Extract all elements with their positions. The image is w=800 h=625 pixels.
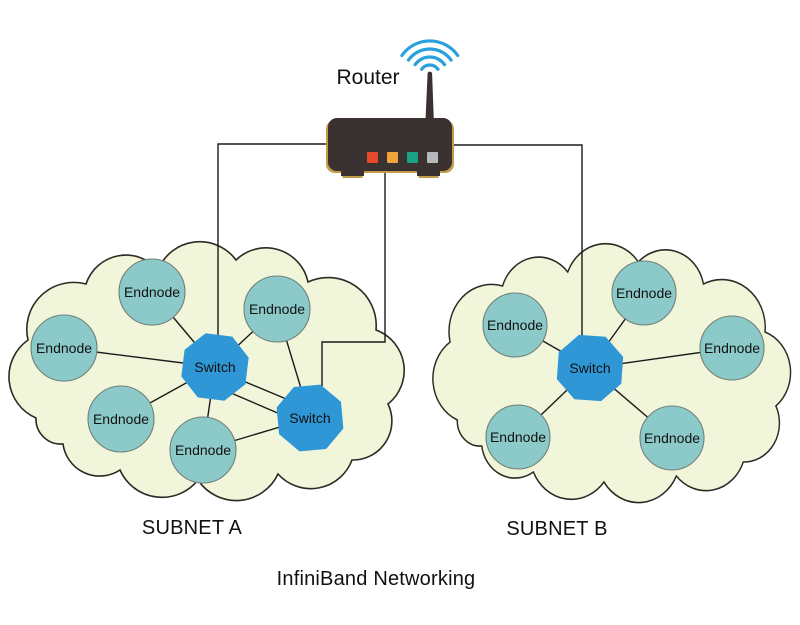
diagram-title: InfiniBand Networking (277, 568, 476, 590)
router-antenna (425, 71, 434, 120)
router-body (328, 118, 452, 171)
router-label: Router (336, 66, 399, 89)
endnode-circle (699, 315, 765, 381)
endnode-label: Endnode (644, 430, 700, 446)
router-led-1 (367, 152, 378, 163)
endnode-circle (169, 416, 237, 484)
endnode-circle (87, 385, 155, 453)
endnode-label: Endnode (36, 340, 92, 356)
endnode-b3: Endnode (699, 315, 765, 381)
subnet-a-nodes: Endnode Endnode Endnode Endnode Endnode … (30, 258, 344, 484)
wifi-icon (400, 39, 460, 58)
endnode-b2: Endnode (611, 260, 677, 326)
router-led-2 (387, 152, 398, 163)
endnode-circle (485, 404, 551, 470)
endnode-a3: Endnode (30, 314, 98, 382)
endnode-label: Endnode (93, 411, 149, 427)
endnode-a1: Endnode (118, 258, 186, 326)
switch-label: Switch (569, 360, 610, 376)
link-router-to-switch-b (452, 144, 583, 368)
switch-a2: Switch (276, 384, 344, 452)
wifi-icon (413, 55, 447, 67)
wifi-icon (406, 47, 453, 62)
endnode-circle (639, 405, 705, 471)
router-led-3 (407, 152, 418, 163)
endnode-b1: Endnode (482, 292, 548, 358)
endnode-label: Endnode (704, 340, 760, 356)
endnode-b4: Endnode (485, 404, 551, 470)
subnet-b-nodes: Endnode Endnode Endnode Endnode Endnode … (482, 260, 765, 471)
endnode-b5: Endnode (639, 405, 705, 471)
router-led-4 (427, 152, 438, 163)
router-device: Router (326, 39, 460, 178)
endnode-label: Endnode (616, 285, 672, 301)
endnode-label: Endnode (490, 429, 546, 445)
link-router-to-switch-a1 (217, 143, 328, 367)
subnet-b-label: SUBNET B (506, 518, 607, 540)
switch-b: Switch (556, 334, 624, 402)
endnode-a5: Endnode (169, 416, 237, 484)
wifi-icon (420, 63, 440, 71)
endnode-a2: Endnode (243, 275, 311, 343)
router-foot-left (341, 169, 364, 176)
endnode-circle (118, 258, 186, 326)
endnode-circle (611, 260, 677, 326)
endnode-a4: Endnode (87, 385, 155, 453)
router-foot-right (417, 169, 440, 176)
switch-a1: Switch (181, 333, 249, 401)
link-router-to-switch-a2 (321, 170, 386, 418)
endnode-circle (30, 314, 98, 382)
switch-label: Switch (289, 410, 330, 426)
endnode-label: Endnode (124, 284, 180, 300)
switch-octagon (556, 334, 624, 402)
switch-octagon (181, 333, 249, 401)
endnode-label: Endnode (175, 442, 231, 458)
endnode-circle (482, 292, 548, 358)
switch-label: Switch (194, 359, 235, 375)
endnode-label: Endnode (487, 317, 543, 333)
endnode-label: Endnode (249, 301, 305, 317)
endnode-circle (243, 275, 311, 343)
subnet-a-label: SUBNET A (142, 517, 243, 539)
switch-octagon (276, 384, 344, 452)
